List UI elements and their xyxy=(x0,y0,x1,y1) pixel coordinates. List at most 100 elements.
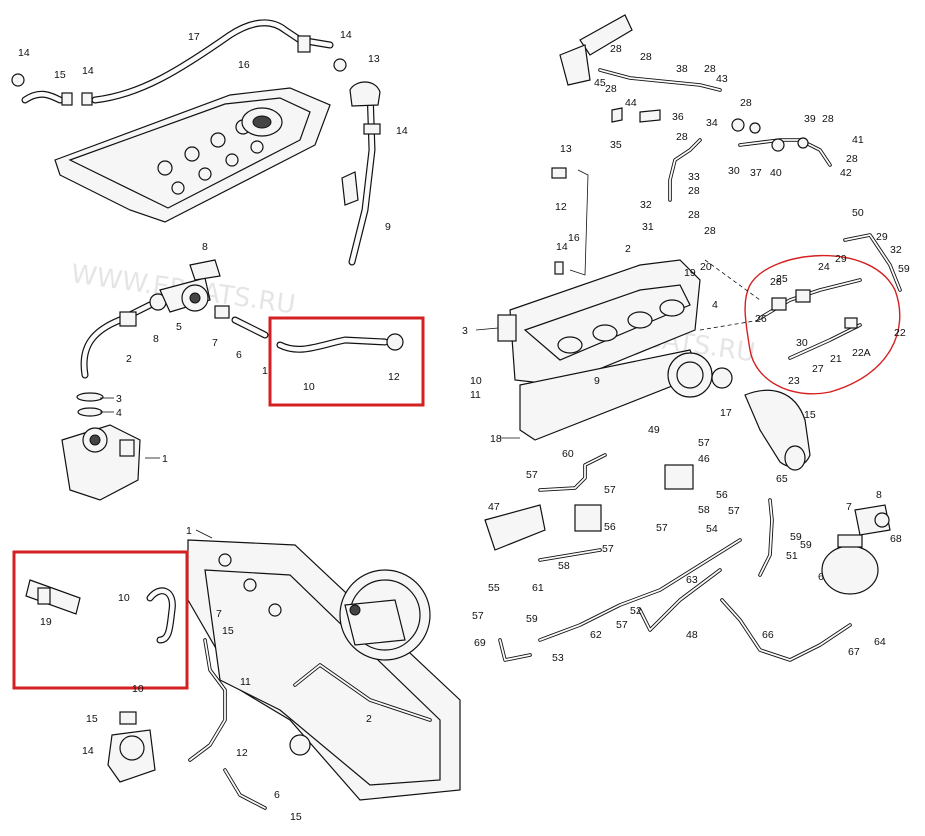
callout-28: 28 xyxy=(846,153,858,165)
callout-18: 18 xyxy=(490,433,502,445)
callout-55: 55 xyxy=(488,582,500,594)
callout-38: 38 xyxy=(676,63,688,75)
callout-27: 27 xyxy=(812,363,824,375)
callout-8: 8 xyxy=(202,241,208,253)
callout-28: 28 xyxy=(640,51,652,63)
callout-54: 54 xyxy=(706,523,718,535)
callout-14: 14 xyxy=(82,65,94,77)
callout-2: 2 xyxy=(126,353,132,365)
callout-28: 28 xyxy=(688,185,700,197)
intake-manifold-assembly xyxy=(484,14,902,662)
callout-29: 29 xyxy=(835,253,847,265)
callout-47: 47 xyxy=(488,501,500,513)
callout-14: 14 xyxy=(18,47,30,59)
callout-11: 11 xyxy=(240,676,251,688)
callout-28: 28 xyxy=(770,276,782,288)
callout-57: 57 xyxy=(472,610,484,622)
callout-63: 63 xyxy=(686,574,698,586)
callout-32: 32 xyxy=(640,199,652,211)
callout-28: 28 xyxy=(676,131,688,143)
callout-1: 1 xyxy=(186,525,192,537)
callout-12: 12 xyxy=(555,201,567,213)
callout-59: 59 xyxy=(898,263,910,275)
highlight-box-hose-19 xyxy=(12,550,189,690)
callout-14: 14 xyxy=(556,241,568,253)
callout-15: 15 xyxy=(54,69,66,81)
coolant-hose-assembly xyxy=(61,259,425,501)
callout-57: 57 xyxy=(526,469,538,481)
callout-17: 17 xyxy=(720,407,732,419)
callout-1: 1 xyxy=(262,365,268,377)
callout-51: 51 xyxy=(786,550,798,562)
callout-59: 59 xyxy=(790,531,802,543)
callout-9: 9 xyxy=(385,221,391,233)
callout-40: 40 xyxy=(770,167,782,179)
callout-10: 10 xyxy=(470,375,482,387)
vacuum-line-assembly xyxy=(12,539,461,810)
callout-2: 2 xyxy=(366,713,372,725)
callout-28: 28 xyxy=(605,83,617,95)
callout-8: 8 xyxy=(876,489,882,501)
engine-cover-assembly xyxy=(11,19,381,266)
callout-42: 42 xyxy=(840,167,852,179)
callout-8: 8 xyxy=(153,333,159,345)
highlight-circle-vacuum-lines xyxy=(744,254,901,395)
callout-16: 16 xyxy=(568,232,580,244)
callout-21: 21 xyxy=(830,353,842,365)
callout-10: 10 xyxy=(303,381,315,393)
callout-50: 50 xyxy=(852,207,864,219)
callout-67: 67 xyxy=(848,646,860,658)
callout-15: 15 xyxy=(222,625,234,637)
callout-48: 48 xyxy=(686,629,698,641)
callout-65: 65 xyxy=(776,473,788,485)
callout-24: 24 xyxy=(818,261,830,273)
callout-23: 23 xyxy=(788,375,800,387)
callout-13: 13 xyxy=(560,143,572,155)
callout-44: 44 xyxy=(625,97,637,109)
callout-59: 59 xyxy=(800,539,812,551)
callout-28: 28 xyxy=(740,97,752,109)
callout-22: 22 xyxy=(894,327,906,339)
callout-58: 58 xyxy=(558,560,570,572)
callout-25: 25 xyxy=(776,273,788,285)
callout-15: 15 xyxy=(86,713,98,725)
callout-56: 56 xyxy=(604,521,616,533)
callout-28: 28 xyxy=(688,209,700,221)
callout-29: 29 xyxy=(876,231,888,243)
leader-lines xyxy=(100,259,761,539)
callout-53: 53 xyxy=(552,652,564,664)
callout-22A: 22A xyxy=(852,347,871,359)
callout-52: 52 xyxy=(630,605,642,617)
callout-14: 14 xyxy=(396,125,408,137)
callout-10: 10 xyxy=(132,683,144,695)
callout-58: 58 xyxy=(698,504,710,516)
callout-10: 10 xyxy=(118,592,130,604)
callout-57: 57 xyxy=(616,619,628,631)
callout-2: 2 xyxy=(625,243,631,255)
callout-3: 3 xyxy=(116,393,122,405)
callout-20: 20 xyxy=(700,261,712,273)
callout-62: 62 xyxy=(590,629,602,641)
callout-57: 57 xyxy=(728,505,740,517)
callout-7: 7 xyxy=(846,501,852,513)
highlight-box-hose-10 xyxy=(268,316,425,407)
callout-57: 57 xyxy=(602,543,614,555)
callout-6: 6 xyxy=(818,571,824,583)
callout-66: 66 xyxy=(762,629,774,641)
callout-43: 43 xyxy=(716,73,728,85)
callout-17: 17 xyxy=(188,31,200,43)
callout-33: 33 xyxy=(688,171,700,183)
callout-9: 9 xyxy=(594,375,600,387)
callout-28: 28 xyxy=(610,43,622,55)
callout-7: 7 xyxy=(216,608,222,620)
callout-labels: 14 17 14 15 14 16 13 14 9 8 5 7 6 2 8 1 … xyxy=(18,29,910,823)
callout-69: 69 xyxy=(474,637,486,649)
callout-4: 4 xyxy=(712,299,718,311)
callout-32: 32 xyxy=(890,244,902,256)
callout-11: 11 xyxy=(470,389,481,401)
callout-7: 7 xyxy=(212,337,218,349)
callout-15: 15 xyxy=(804,409,816,421)
callout-14: 14 xyxy=(340,29,352,41)
callout-57: 57 xyxy=(698,437,710,449)
